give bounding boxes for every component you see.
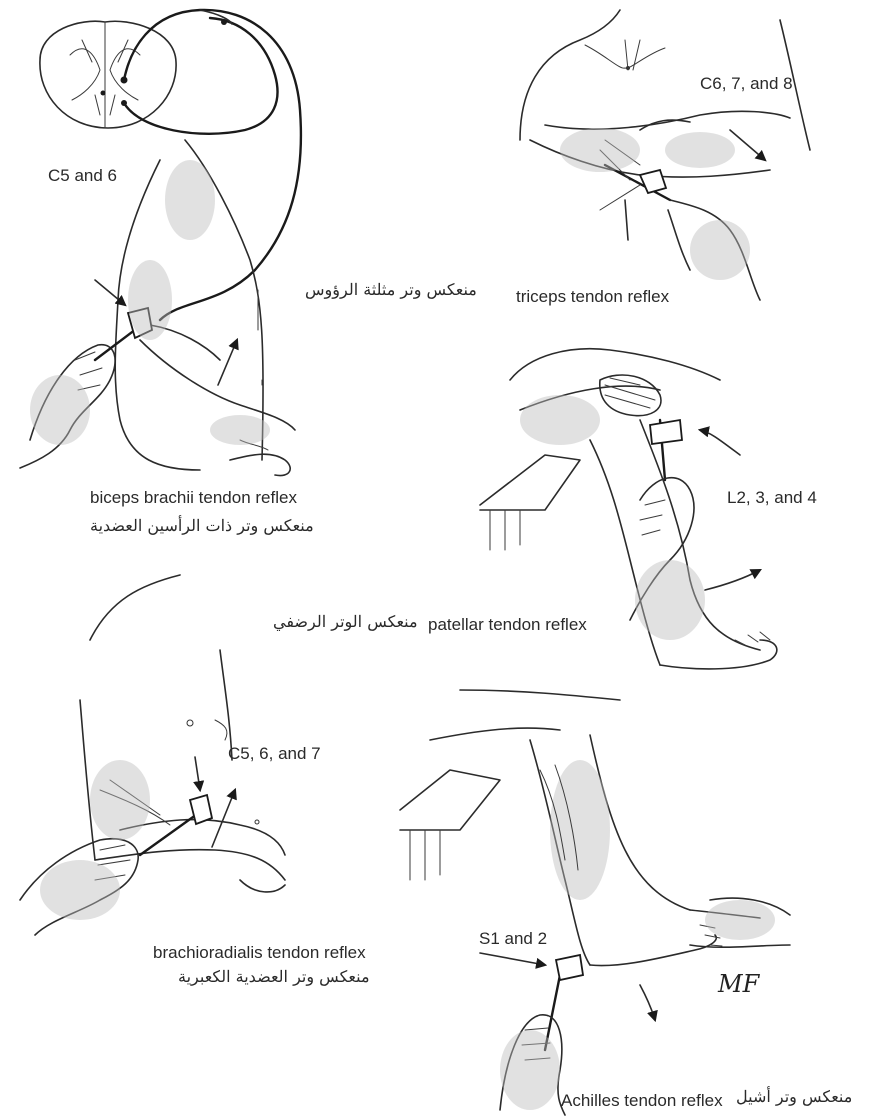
- triceps-panel-drawing: [520, 10, 810, 300]
- biceps-nerve-roots: C5 and 6: [48, 167, 117, 184]
- biceps-panel-drawing: [20, 10, 301, 476]
- biceps-label-en: biceps brachii tendon reflex: [90, 489, 297, 506]
- achilles-label-en: Achilles tendon reflex: [561, 1092, 723, 1109]
- patellar-nerve-roots: L2, 3, and 4: [727, 489, 817, 506]
- achilles-label-ar: منعكس وتر أشيل: [736, 1089, 852, 1105]
- patellar-label-ar: منعكس الوتر الرضفي: [273, 614, 418, 630]
- brachioradialis-label-en: brachioradialis tendon reflex: [153, 944, 366, 961]
- biceps-label-ar: منعكس وتر ذات الرأسين العضدية: [90, 518, 314, 534]
- brachioradialis-label-ar: منعكس وتر العضدية الكعبرية: [178, 969, 370, 985]
- achilles-nerve-roots: S1 and 2: [479, 930, 547, 947]
- spinal-cord-cross-section: [40, 21, 176, 128]
- brachioradialis-nerve-roots: C5, 6, and 7: [228, 745, 321, 762]
- achilles-panel-drawing: [400, 690, 790, 1115]
- triceps-label-ar: منعكس وتر مثلثة الرؤوس: [305, 282, 477, 298]
- artist-signature: MF: [718, 970, 759, 998]
- triceps-nerve-roots: C6, 7, and 8: [700, 75, 793, 92]
- triceps-label-en: triceps tendon reflex: [516, 288, 669, 305]
- patellar-label-en: patellar tendon reflex: [428, 616, 587, 633]
